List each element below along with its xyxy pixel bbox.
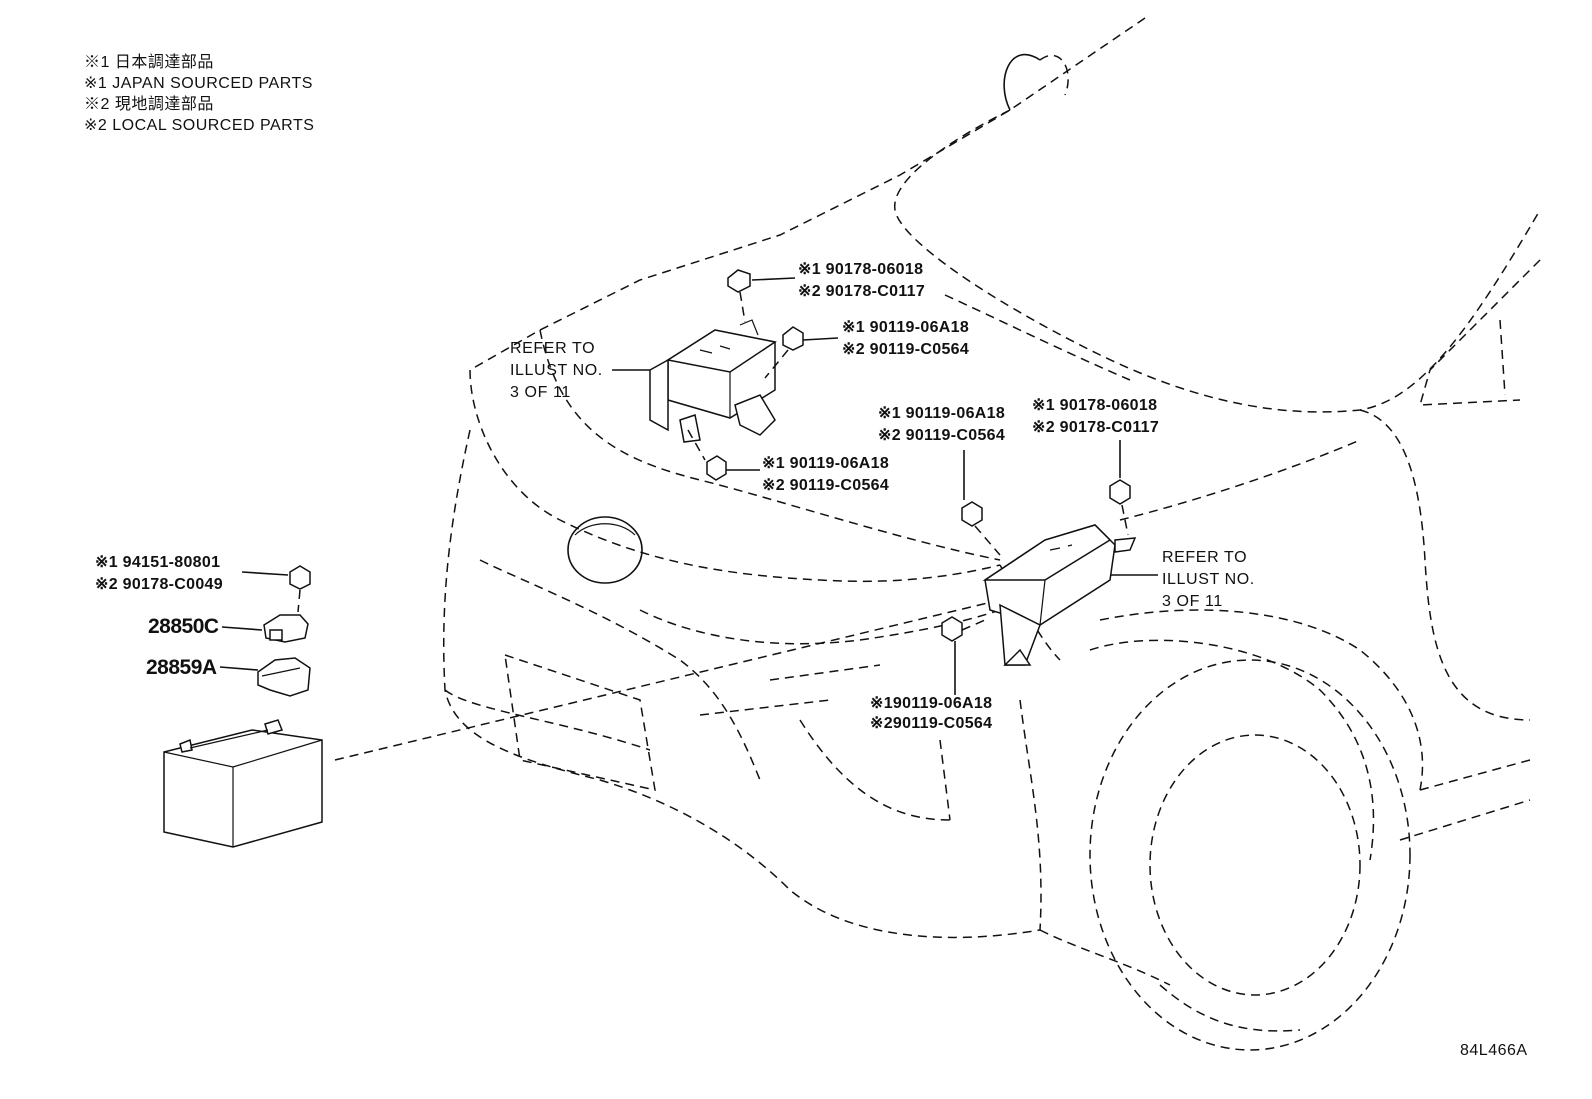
callout-bolt-right-upper-local: ※2 90119-C0564	[878, 427, 1006, 444]
junction-block-upper	[612, 269, 839, 481]
legend-line-2: ※1 JAPAN SOURCED PARTS	[84, 75, 313, 92]
callout-nut-top-local: ※2 90178-C0117	[798, 283, 926, 300]
callout-nut-right-jp: ※1 90178-06018	[1032, 397, 1158, 414]
callout-bolt-right-upper-jp: ※1 90119-06A18	[878, 405, 1006, 422]
callout-nut-right-local: ※2 90178-C0117	[1032, 419, 1160, 436]
callout-battery-nut-jp: ※1 94151-80801	[95, 554, 221, 571]
relay-box-right	[941, 440, 1158, 695]
callout-bolt-right-lower-jp: ※190119-06A18	[870, 695, 993, 712]
callout-bolt-top-lower-jp: ※1 90119-06A18	[762, 455, 890, 472]
refer-to-illust-right: REFER TO ILLUST NO. 3 OF 11	[1162, 549, 1255, 610]
legend-line-3: ※2 現地調達部品	[84, 96, 214, 113]
illustration-code: 84L466A	[1460, 1042, 1528, 1059]
part-number-28850c: 28850C	[148, 615, 219, 638]
callout-nut-top-jp: ※1 90178-06018	[798, 261, 924, 278]
legend-line-4: ※2 LOCAL SOURCED PARTS	[84, 117, 315, 134]
callout-battery-nut-local: ※2 90178-C0049	[95, 576, 223, 593]
legend-line-1: ※1 日本調達部品	[84, 54, 214, 71]
battery-assembly	[163, 565, 323, 848]
refer-to-illust-left: REFER TO ILLUST NO. 3 OF 11	[510, 340, 603, 401]
callout-bolt-right-lower-local: ※290119-C0564	[870, 715, 993, 732]
callout-bolt-top-lower-local: ※2 90119-C0564	[762, 477, 890, 494]
vehicle-outline	[334, 17, 1541, 1051]
callout-bolt-top-right-jp: ※1 90119-06A18	[842, 319, 970, 336]
part-number-28859a: 28859A	[146, 656, 217, 679]
callout-bolt-top-right-local: ※2 90119-C0564	[842, 341, 970, 358]
